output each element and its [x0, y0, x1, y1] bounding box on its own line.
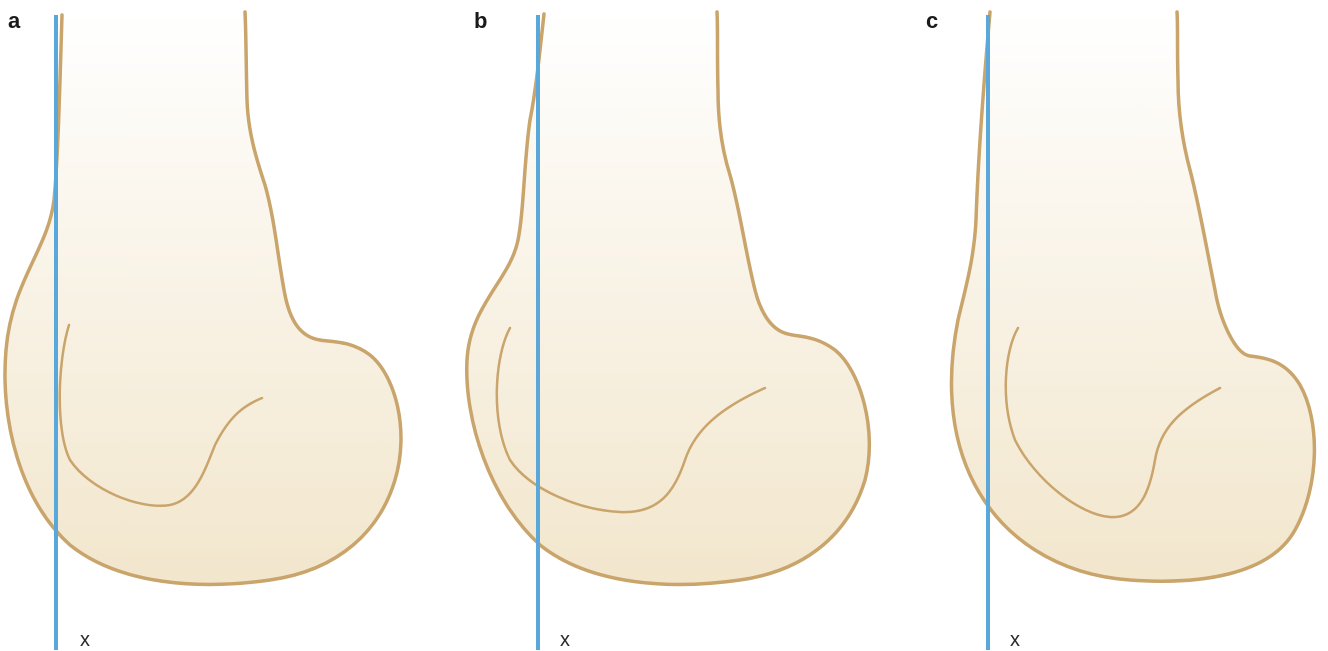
- panel-c: c x: [920, 0, 1328, 651]
- panel-a: a x: [0, 0, 430, 651]
- panel-label-b: b: [474, 10, 487, 32]
- axis-label-x-b: x: [560, 630, 570, 650]
- femur-outline: [467, 12, 870, 584]
- distal-femur-illustration-c: [920, 0, 1328, 651]
- femur-outline: [951, 12, 1314, 581]
- femur-outline: [5, 12, 401, 584]
- distal-femur-illustration-a: [0, 0, 430, 651]
- panel-label-a: a: [8, 10, 20, 32]
- panel-b: b x: [460, 0, 890, 651]
- axis-label-x-c: x: [1010, 630, 1020, 650]
- axis-label-x-a: x: [80, 630, 90, 650]
- panel-label-c: c: [926, 10, 938, 32]
- distal-femur-illustration-b: [460, 0, 890, 651]
